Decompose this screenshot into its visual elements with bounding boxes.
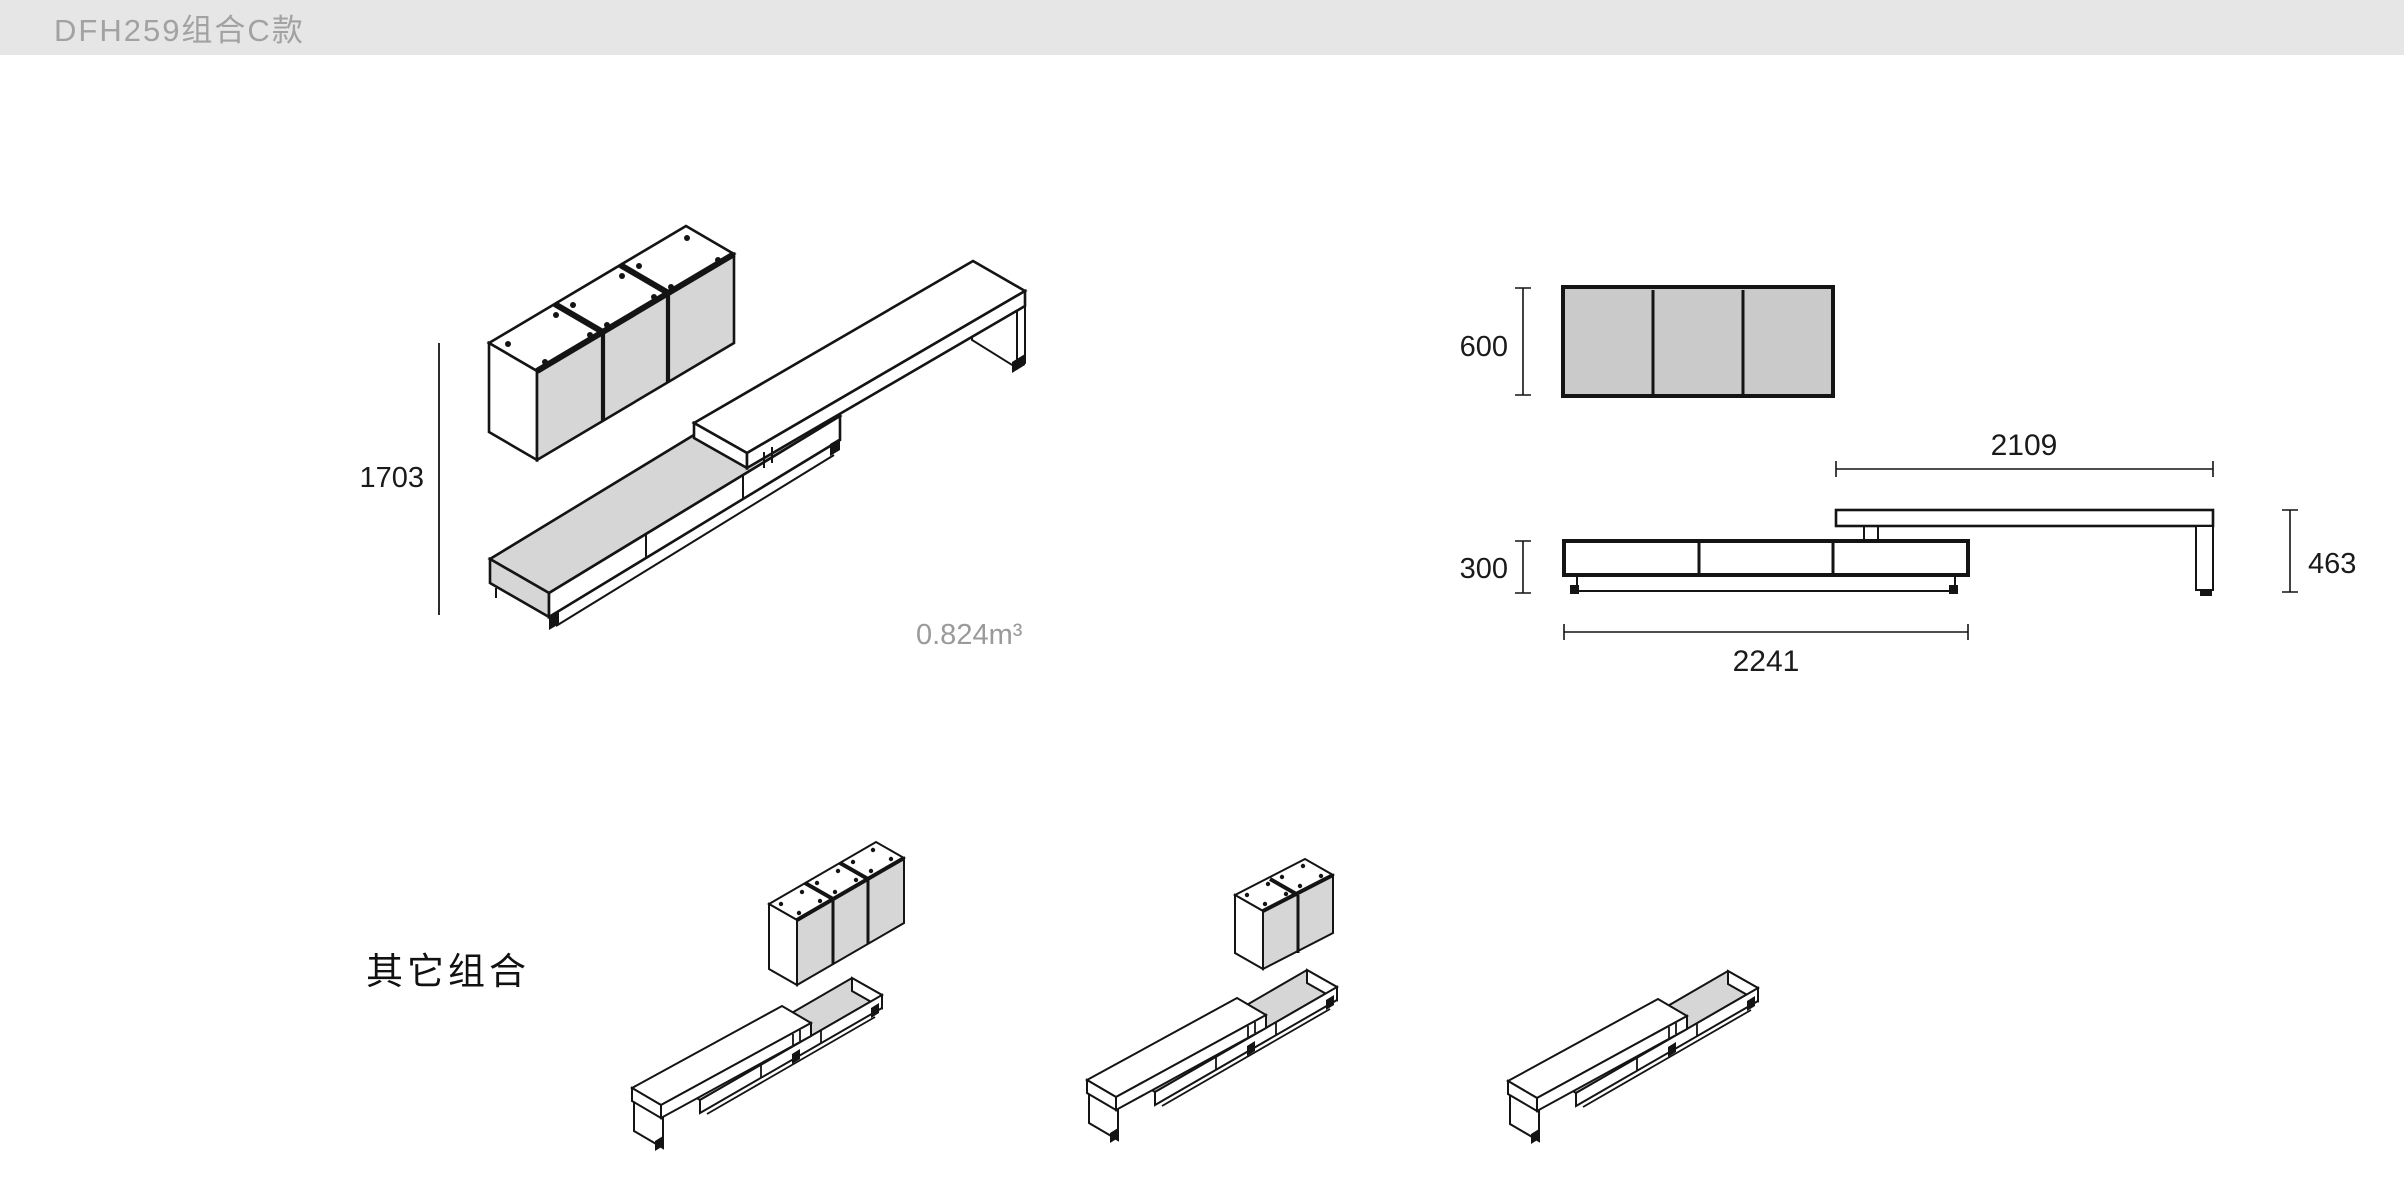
cabinet-thick-edges [1262, 873, 1334, 913]
title-bar: DFH259组合C款 [0, 0, 2404, 55]
dimension-label: 600 [1460, 331, 1508, 363]
dimension-label: 2241 [1733, 645, 1800, 678]
other-combinations-label: 其它组合 [366, 951, 530, 992]
dimension-line [1835, 461, 2214, 477]
thumbnail-combination-2 [1086, 857, 1338, 1144]
base-plinth [1576, 575, 1956, 592]
dimension-2241: 2241 [1563, 624, 1969, 678]
thumbnail-combination-3 [1507, 970, 1759, 1145]
thumbnail-combination-1 [631, 840, 907, 1152]
dimension-463: 463 [2282, 509, 2356, 593]
dimension-line [1563, 624, 1969, 640]
bench-dividers [1697, 543, 1835, 573]
main-isometric-view: 1703 0.824m³ [359, 224, 1028, 651]
dimension-1703: 1703 [359, 343, 440, 615]
door-dividers [1651, 290, 1745, 394]
cabinet-screw-dots [505, 235, 721, 365]
page-title: DFH259组合C款 [54, 13, 305, 48]
dimension-2109: 2109 [1835, 429, 2214, 477]
dimension-line [1515, 540, 1531, 594]
shelf-leg [2195, 525, 2214, 591]
cabinet-screw-dots [1244, 863, 1324, 907]
shelf-leg-foot [1012, 354, 1025, 373]
shelf-connector [1863, 527, 1879, 541]
dimension-line [2282, 509, 2298, 593]
shelf-top-face [691, 259, 1028, 455]
cabinet-front-top-edge [535, 251, 736, 374]
cabinet-top-dividers [553, 262, 670, 335]
dimension-line [1515, 287, 1531, 396]
wall-cabinet-2door [1232, 857, 1336, 971]
wall-cabinet-3door [766, 840, 907, 987]
dimension-label: 463 [2308, 548, 2356, 580]
left-foot [1570, 585, 1579, 594]
bench-front-view: 2109 463 300 2241 [1460, 429, 2357, 678]
cabinet-thick-edges [795, 856, 906, 922]
dimension-label: 1703 [359, 462, 424, 494]
wall-cabinet-isometric [486, 224, 737, 463]
shelf-leg-foot [2200, 590, 2212, 596]
bench-outline [1562, 539, 1970, 577]
shelf-front-face [745, 288, 1027, 471]
tv-bench-isometric [487, 259, 1028, 630]
cabinet-outline [1561, 285, 1835, 398]
cabinet-front-view: 600 [1460, 285, 1835, 398]
cabinet-door-dividers [831, 879, 870, 964]
dimension-300: 300 [1460, 540, 1531, 594]
shelf-connector [763, 447, 773, 468]
shelf-bar [1834, 508, 2215, 528]
bench-front-dividers [645, 476, 744, 558]
cabinet-screw-dots [778, 847, 894, 916]
right-foot [1949, 585, 1958, 594]
dimension-label: 2109 [1991, 429, 2058, 462]
dimension-600: 600 [1460, 287, 1531, 396]
volume-label: 0.824m³ [916, 619, 1023, 651]
bench-plinth-lines [495, 454, 835, 627]
cabinet-door-dividers [600, 293, 671, 421]
dimension-label: 300 [1460, 553, 1508, 585]
